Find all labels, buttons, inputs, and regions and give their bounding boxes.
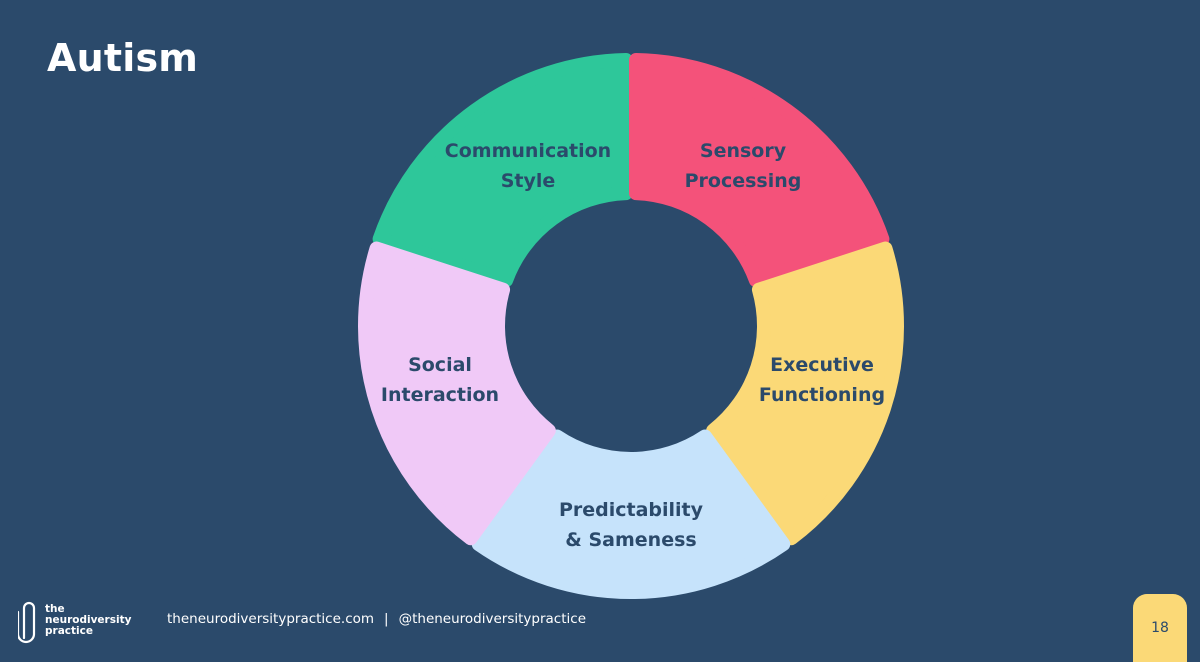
footer-logo: the neurodiversity practice <box>16 598 148 648</box>
wheel-label-line: Executive <box>770 354 874 376</box>
wheel-label-line: Functioning <box>759 384 885 406</box>
wheel-segment-executive <box>706 241 904 546</box>
wheel-label-line: Style <box>501 170 556 192</box>
wheel-label-line: Social <box>408 354 472 376</box>
logo-line-1: the <box>45 603 65 615</box>
footer-contact: theneurodiversitypractice.com | @theneurod… <box>167 611 586 627</box>
page-number-badge: 18 <box>1133 594 1187 662</box>
footer-website[interactable]: theneurodiversitypractice.com <box>167 611 375 627</box>
logo-line-3: practice <box>45 625 93 637</box>
footer-separator: | <box>384 611 389 627</box>
wheel-label-line: & Sameness <box>565 529 696 551</box>
logo-line-2: neurodiversity <box>45 614 132 626</box>
wheel-label-line: Interaction <box>381 384 499 406</box>
wheel-segment-communication <box>372 53 634 288</box>
page-number: 18 <box>1151 620 1169 636</box>
slide-title: Autism <box>47 36 199 80</box>
footer-handle[interactable]: @theneurodiversitypractice <box>398 611 586 627</box>
wheel-segment-sensory <box>628 53 890 288</box>
wheel-label-line: Sensory <box>700 140 787 162</box>
wheel-label-predictability: Predictability & Sameness <box>559 499 704 551</box>
paperclip-icon <box>16 601 36 644</box>
logo-wordmark: the neurodiversity practice <box>45 604 131 637</box>
wheel-segment-social <box>358 241 556 546</box>
wheel-segment-predictability <box>471 429 791 599</box>
wheel-label-line: Communication <box>445 140 611 162</box>
wheel-label-line: Predictability <box>559 499 704 521</box>
wheel-label-line: Processing <box>685 170 802 192</box>
